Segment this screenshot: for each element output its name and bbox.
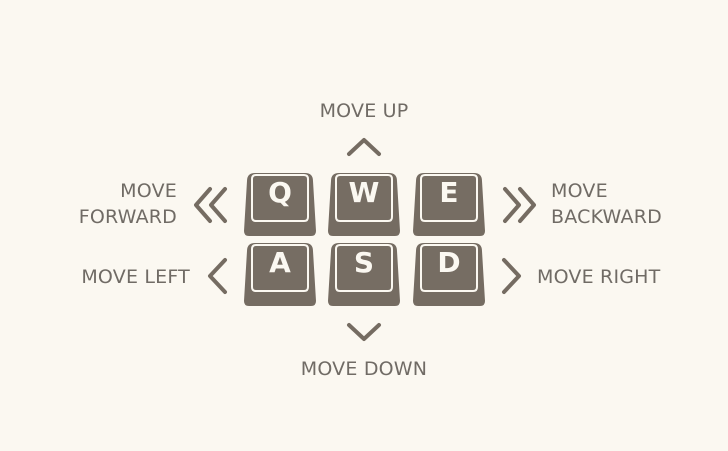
label-move-left: MOVE LEFT [81,266,190,288]
chevron-right-icon [502,258,521,294]
key-e: E [412,171,486,237]
key-a: A [243,241,317,307]
label-move-right: MOVE RIGHT [537,266,661,288]
label-move-forward: MOVE FORWARD [78,180,177,228]
key-label: A [269,246,291,279]
label-move-down: MOVE DOWN [300,358,428,380]
label-move-backward: MOVE BACKWARD [551,180,662,228]
label-move-up: MOVE UP [319,100,409,122]
chevron-up-icon [347,138,381,156]
chevron-down-icon [347,323,381,341]
key-q: Q [243,171,317,237]
key-label: Q [268,176,292,209]
key-label: W [348,176,380,209]
chevron-left-icon [208,258,227,294]
key-label: E [439,176,459,209]
key-label: D [437,246,461,279]
key-d: D [412,241,486,307]
key-s: S [327,241,401,307]
double-chevron-right-icon [503,187,536,223]
key-label: S [353,246,375,279]
double-chevron-left-icon [194,187,227,223]
key-w: W [327,171,401,237]
